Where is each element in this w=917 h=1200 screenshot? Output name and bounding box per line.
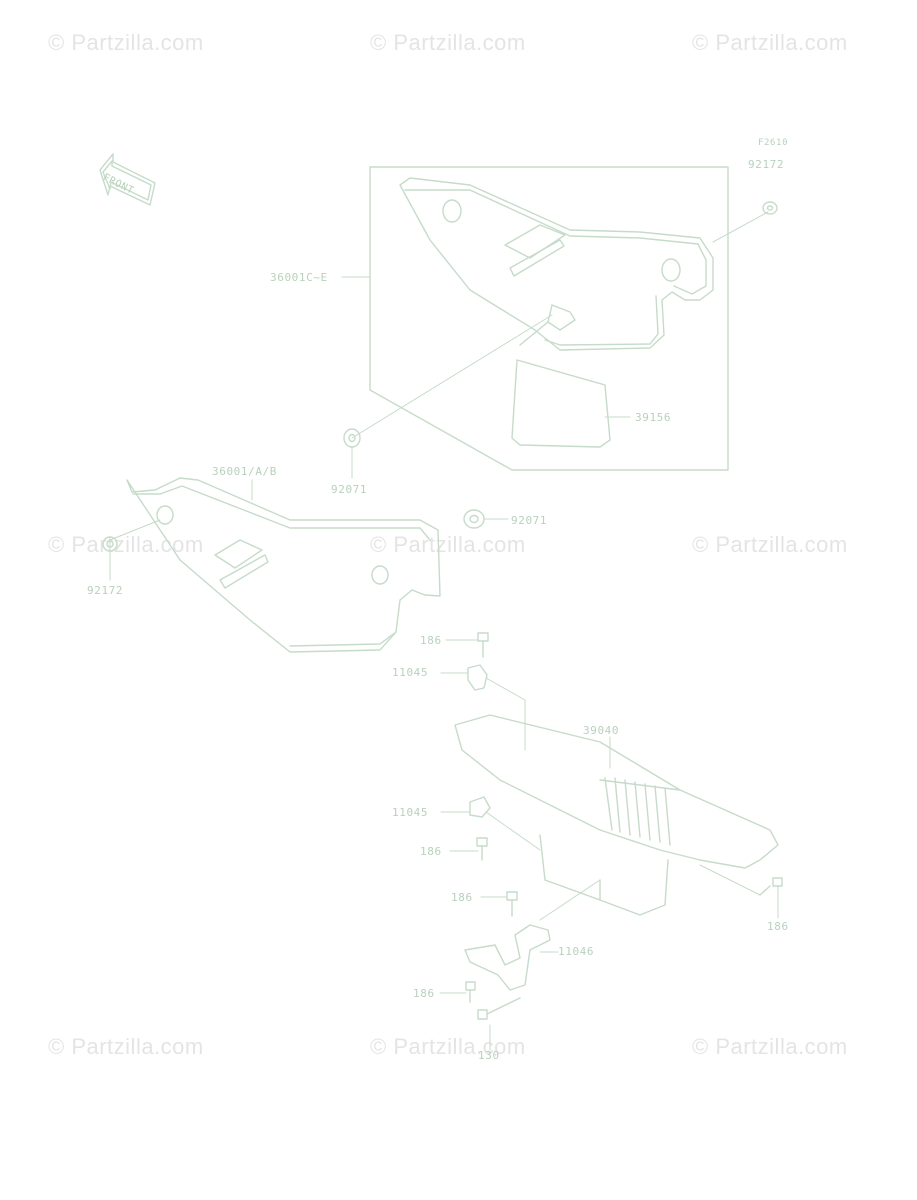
chain-guard-shape (454, 714, 779, 916)
bracket-11046-icon (464, 924, 551, 991)
clamp-11045-upper-icon (467, 664, 488, 691)
callout-92071-upper[interactable]: 92071 (331, 483, 368, 496)
watermark: © Partzilla.com (48, 30, 204, 55)
watermark: © Partzilla.com (370, 532, 526, 557)
callout-39156[interactable]: 39156 (635, 411, 672, 424)
callout-36001c-e[interactable]: 36001C~E (270, 271, 328, 284)
callout-11045-upper[interactable]: 11045 (392, 666, 429, 679)
side-cover-right-shape (399, 177, 714, 351)
bolt-186-b-icon (476, 837, 488, 861)
watermark: © Partzilla.com (692, 1034, 848, 1059)
pad-39156-shape (511, 359, 611, 448)
callout-186-c[interactable]: 186 (451, 891, 473, 904)
grommet-92071-right-icon (463, 509, 485, 529)
callout-92071-right[interactable]: 92071 (511, 514, 548, 527)
callout-186-b[interactable]: 186 (420, 845, 442, 858)
side-cover-left-shape (126, 477, 441, 653)
bolt-130-icon (477, 997, 521, 1020)
callout-92172-top[interactable]: 92172 (748, 158, 785, 171)
clamp-11045-lower-icon (469, 796, 491, 818)
front-arrow-icon (99, 153, 156, 206)
figure-code: F2610 (758, 138, 789, 148)
collar-92172-left-icon (102, 536, 118, 552)
watermark: © Partzilla.com (48, 532, 204, 557)
watermark: © Partzilla.com (370, 30, 526, 55)
inset-box (369, 166, 729, 471)
watermark: © Partzilla.com (48, 1034, 204, 1059)
watermark: © Partzilla.com (370, 1034, 526, 1059)
watermark: © Partzilla.com (692, 30, 848, 55)
leader-lines (109, 211, 779, 1051)
callout-186-right[interactable]: 186 (767, 920, 789, 933)
callout-39040[interactable]: 39040 (583, 724, 620, 737)
callout-11045-lower[interactable]: 11045 (392, 806, 429, 819)
bolt-186-d-icon (465, 981, 476, 1003)
bolt-186-c-icon (506, 891, 518, 917)
bolt-186-right-icon (759, 877, 783, 896)
callout-11046[interactable]: 11046 (558, 945, 595, 958)
watermark: © Partzilla.com (692, 532, 848, 557)
callout-130[interactable]: 130 (478, 1049, 500, 1062)
callout-36001-a-b[interactable]: 36001/A/B (212, 465, 278, 478)
callout-186-d[interactable]: 186 (413, 987, 435, 1000)
callout-186-a[interactable]: 186 (420, 634, 442, 647)
callout-92172-left[interactable]: 92172 (87, 584, 124, 597)
collar-92172-top-icon (762, 201, 778, 215)
bolt-186-a-icon (477, 632, 489, 658)
